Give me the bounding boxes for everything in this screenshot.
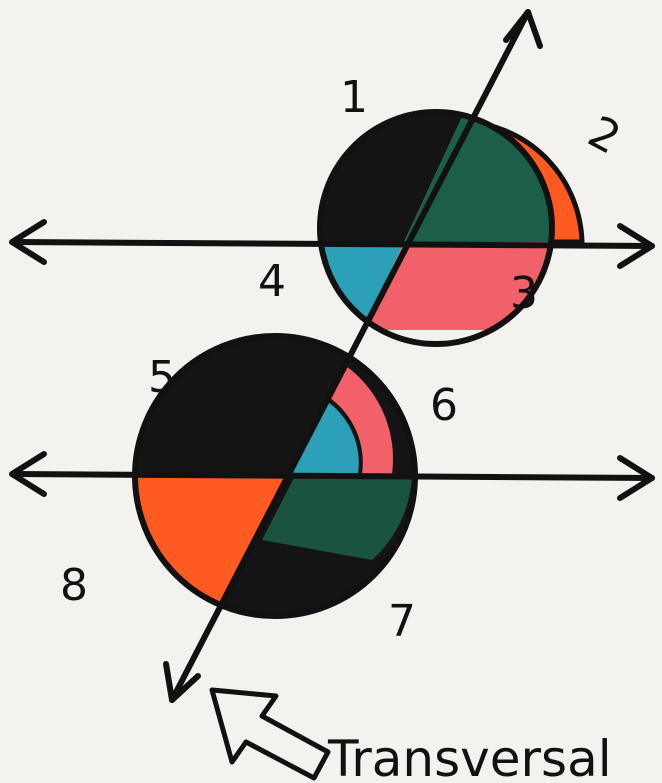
- angle-6-pink-arc: [330, 366, 394, 474]
- arrowhead-down-icon: [163, 661, 201, 703]
- top-angle-group: [317, 109, 585, 347]
- angle-label-3: 3: [510, 268, 538, 319]
- angle-7-green-arc: [262, 474, 412, 560]
- callout-arrow-icon: [209, 687, 331, 781]
- angle-label-2: 2: [580, 106, 629, 164]
- angle-label-1: 1: [340, 72, 368, 123]
- arrowhead-right-icon: [617, 223, 655, 269]
- parallel-line-top: [9, 219, 655, 269]
- angle-label-6: 6: [430, 380, 458, 431]
- angle-label-8: 8: [60, 560, 88, 611]
- transversal-line: [163, 9, 543, 703]
- angle-label-4: 4: [258, 256, 286, 307]
- angle-label-7: 7: [388, 596, 416, 647]
- transversal-label: Transversal: [327, 730, 612, 783]
- arrowhead-left-icon: [9, 451, 47, 497]
- angle-3-region: [364, 242, 552, 330]
- angle-label-5: 5: [148, 352, 176, 403]
- top-angle-circle: [317, 109, 555, 347]
- arrowhead-up-icon: [503, 9, 543, 49]
- arrowhead-left-icon: [9, 219, 47, 265]
- arrowhead-right-icon: [617, 455, 655, 501]
- parallel-line-bottom: [9, 451, 655, 501]
- angle-6-teal-arc: [290, 402, 359, 474]
